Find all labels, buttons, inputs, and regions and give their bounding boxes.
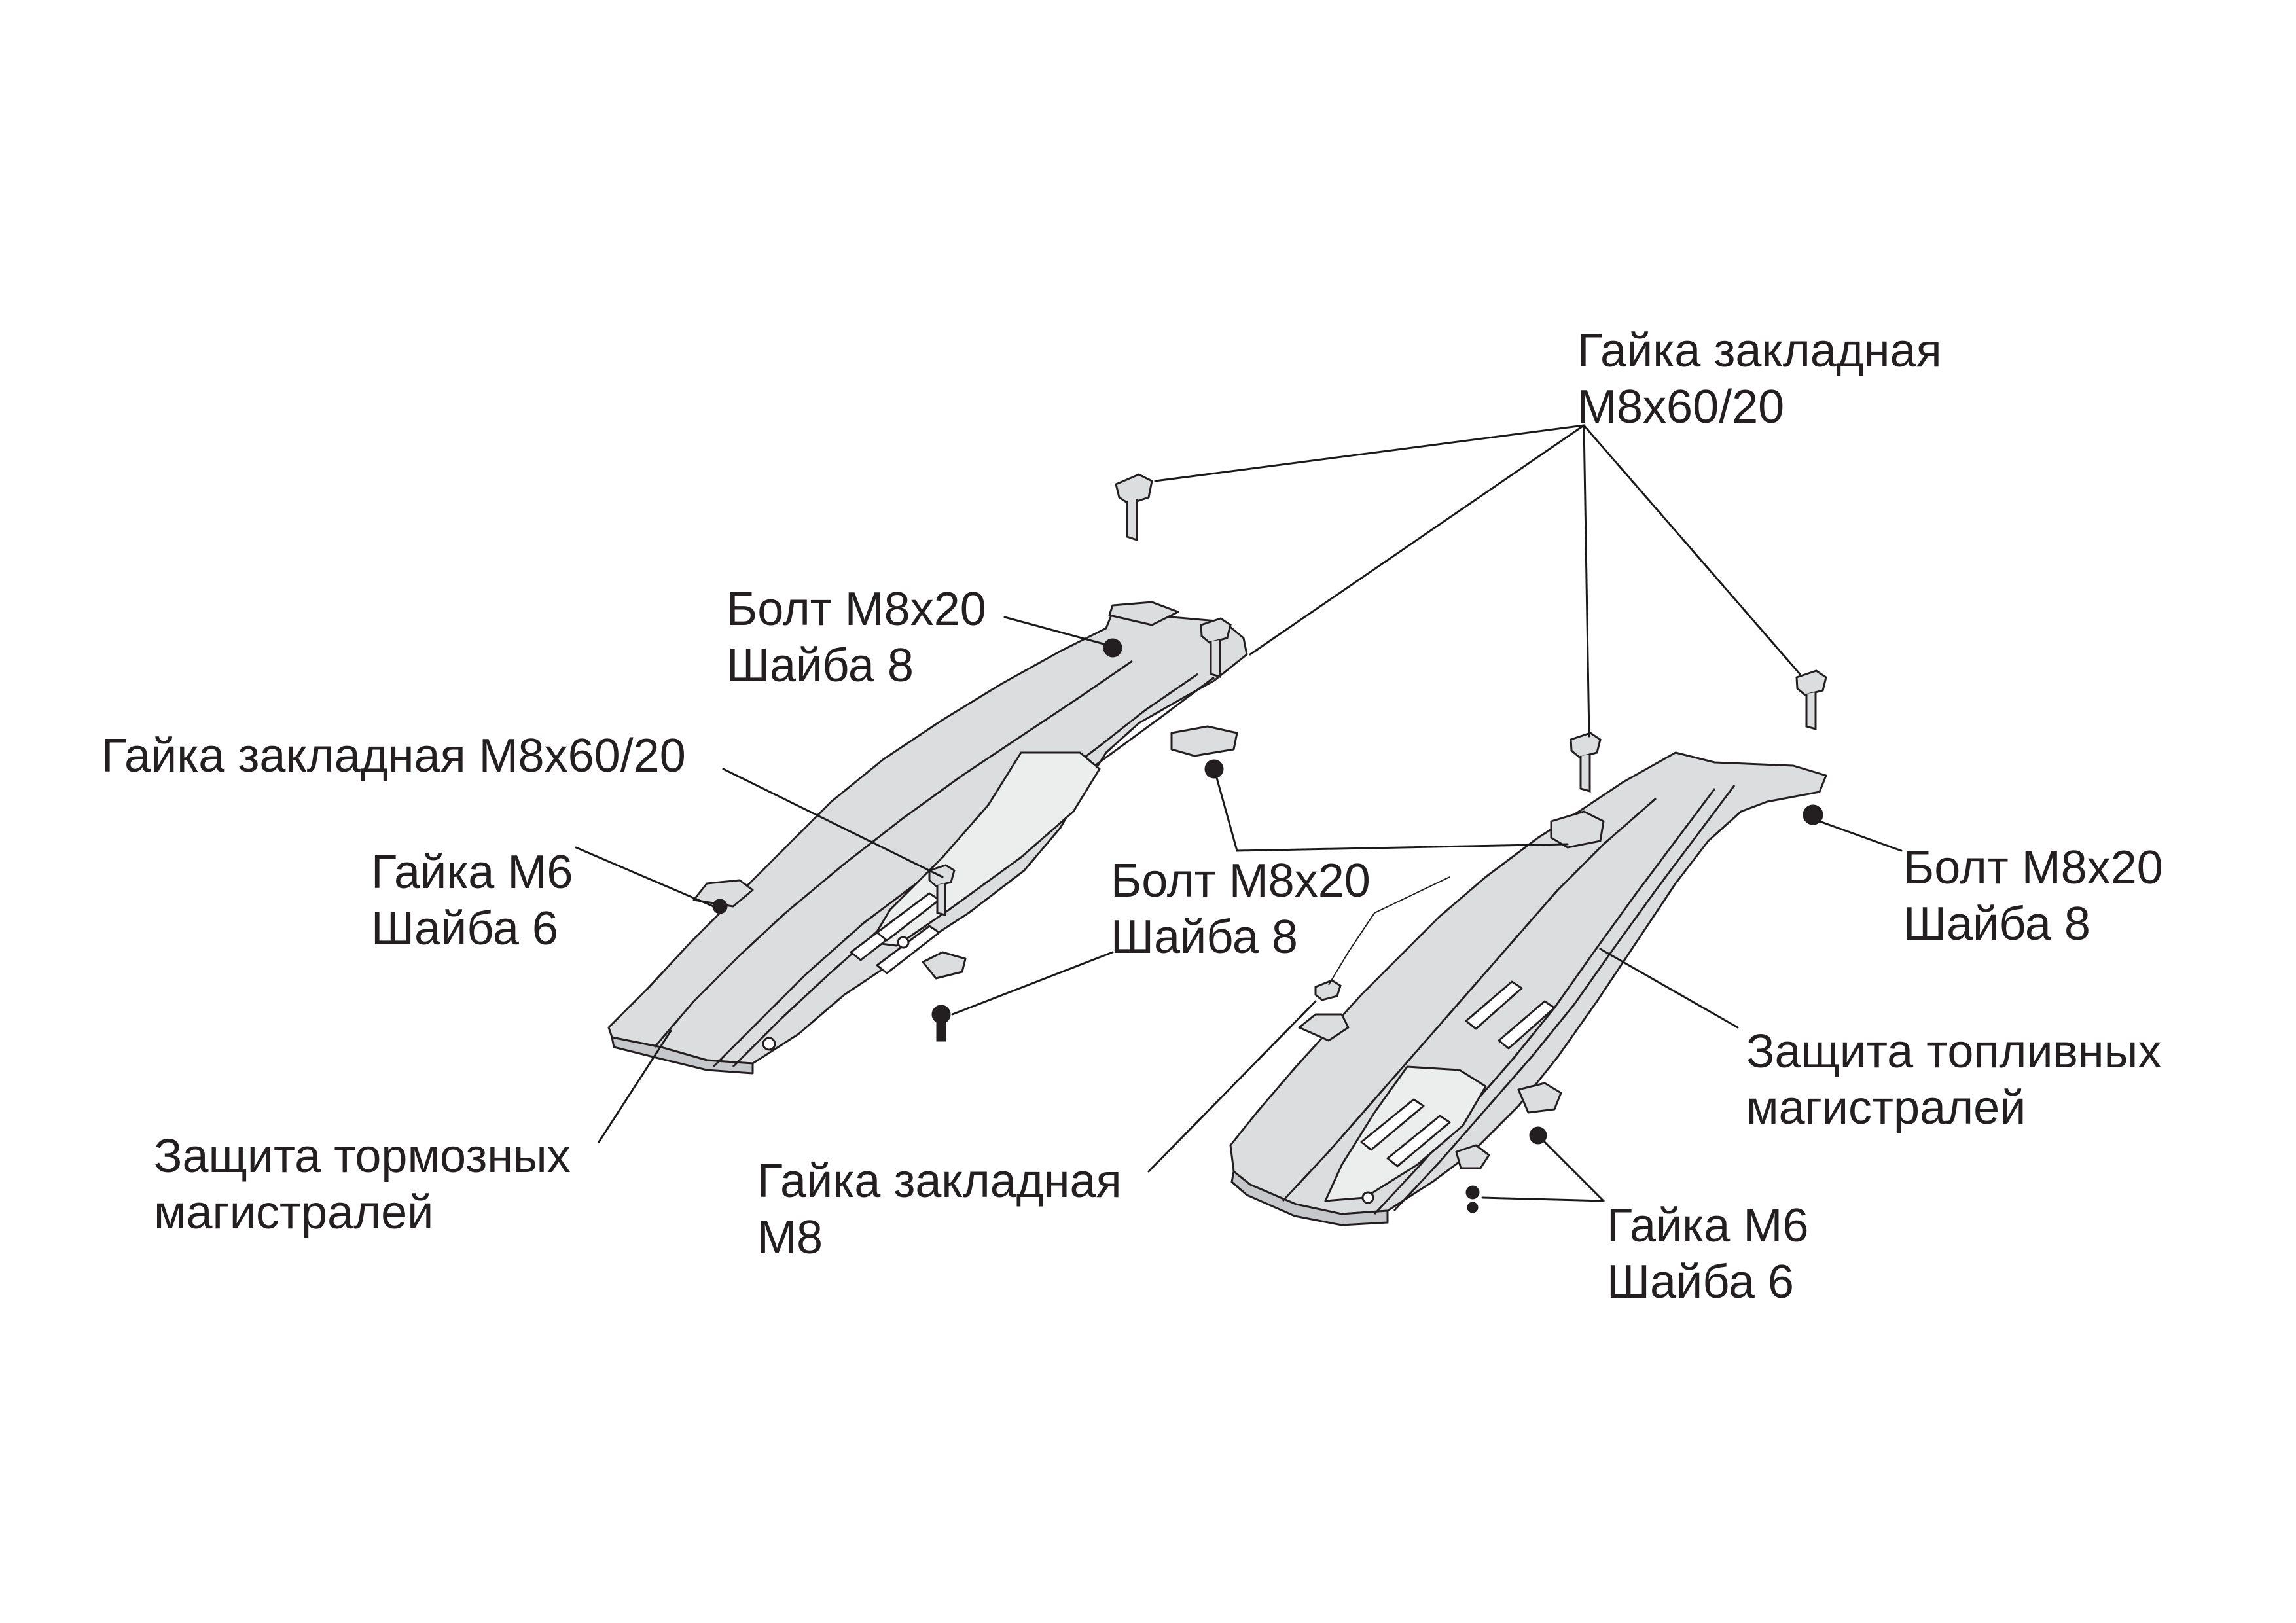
leader-line <box>1147 1000 1317 1173</box>
leader-line <box>1818 820 1903 852</box>
fuel-guard-slot <box>1360 1098 1425 1151</box>
label-embedded-nut-top: Гайка закладная М8х60/20 <box>1577 323 1942 435</box>
embedded-nut-m8x60-part <box>1570 732 1602 793</box>
label-nut-m6-left: Гайка М6 Шайба 6 <box>371 844 573 957</box>
leader-lines <box>575 424 1903 1202</box>
label-nut-m6-right: Гайка М6 Шайба 6 <box>1607 1198 1808 1310</box>
fuel-guard-slot <box>1498 1000 1556 1050</box>
leader-line <box>1249 424 1585 656</box>
fuel-guard-tab <box>1455 1144 1490 1169</box>
leader-line <box>1154 424 1585 482</box>
brake-guard-tab <box>1108 601 1179 626</box>
brake-guard-edge <box>611 1036 754 1075</box>
fuel-guard-rib <box>1282 797 1657 1202</box>
bolt-m8x20-part <box>931 638 1823 1042</box>
label-line: Гайка М6 <box>371 846 573 899</box>
fuel-guard-hole <box>1361 1191 1374 1204</box>
label-line: магистралей <box>154 1186 434 1239</box>
fuel-guard-slot <box>1465 980 1523 1030</box>
fuel-guard-tab <box>1517 1082 1562 1114</box>
fuel-guard-rib <box>1393 785 1736 1212</box>
embedded-nut-m8x60-part <box>1200 617 1232 678</box>
leader-line <box>1003 616 1107 646</box>
label-fuel-guard: Защита топливных магистралей <box>1746 1024 2161 1136</box>
label-line: Защита топливных <box>1746 1026 2162 1078</box>
brake-guard-hole <box>762 1037 776 1051</box>
leader-line <box>951 951 1114 1016</box>
label-line: Шайба 8 <box>1111 911 1298 963</box>
label-bolt-top-left: Болт М8х20 Шайба 8 <box>726 581 986 694</box>
brake-line-guard <box>607 601 1248 1075</box>
label-line: Гайка закладная М8х60/20 <box>101 730 686 782</box>
embedded-nut-m8x60-part <box>1115 473 1153 542</box>
label-bolt-right: Болт М8х20 Шайба 8 <box>1903 840 2163 952</box>
brake-guard-hole <box>897 936 910 949</box>
label-line: М8 <box>757 1211 823 1264</box>
label-line: Защита тормозных <box>154 1130 571 1183</box>
fasteners <box>712 473 1827 1213</box>
leader-line <box>1583 424 1590 738</box>
brake-guard-rib <box>653 660 1133 1048</box>
fuel-guard-recess <box>1324 1065 1487 1202</box>
leader-line <box>575 846 715 908</box>
label-line: магистралей <box>1746 1082 2026 1134</box>
fuel-guard-slot <box>1386 1115 1451 1168</box>
fuel-guard-plate <box>1229 751 1827 1215</box>
leader-line <box>1583 424 1801 675</box>
label-embedded-nut-m8: Гайка закладная М8 <box>757 1153 1122 1266</box>
label-line: Шайба 8 <box>1903 898 2090 950</box>
leader-line <box>598 1029 672 1143</box>
embedded-nut-m8-part <box>1314 876 1450 1001</box>
label-line: Шайба 8 <box>726 639 914 692</box>
leader-line <box>1543 1141 1605 1202</box>
label-brake-guard: Защита тормозных магистралей <box>154 1128 571 1241</box>
label-line: Гайка закладная <box>1577 325 1942 377</box>
nut-m6-part <box>712 899 1547 1213</box>
leader-line <box>1481 1196 1605 1202</box>
label-line: Шайба 6 <box>1607 1256 1794 1308</box>
label-line: Болт М8х20 <box>1111 855 1371 907</box>
leader-line <box>722 768 944 878</box>
label-bolt-middle: Болт М8х20 Шайба 8 <box>1111 853 1371 965</box>
leader-line <box>1215 774 1569 852</box>
brake-guard-slot <box>876 925 941 974</box>
leader-line <box>1599 948 1739 1029</box>
brake-guard-tab <box>1170 725 1238 757</box>
brake-guard-tab <box>922 951 967 980</box>
embedded-nut-m8x60-part <box>1795 669 1827 730</box>
fuel-guard-tab <box>1550 810 1605 849</box>
label-line: Гайка М6 <box>1607 1200 1809 1252</box>
label-line: Гайка закладная <box>757 1155 1122 1207</box>
fuel-guard-tab <box>1298 1013 1350 1042</box>
label-embedded-nut-left: Гайка закладная М8х60/20 <box>101 728 686 784</box>
label-line: Болт М8х20 <box>1903 842 2163 894</box>
fuel-line-guard <box>1229 751 1827 1226</box>
fuel-guard-edge <box>1230 1170 1389 1226</box>
label-line: Болт М8х20 <box>726 583 986 635</box>
label-line: М8х60/20 <box>1577 381 1785 433</box>
label-line: Шайба 6 <box>371 902 558 955</box>
